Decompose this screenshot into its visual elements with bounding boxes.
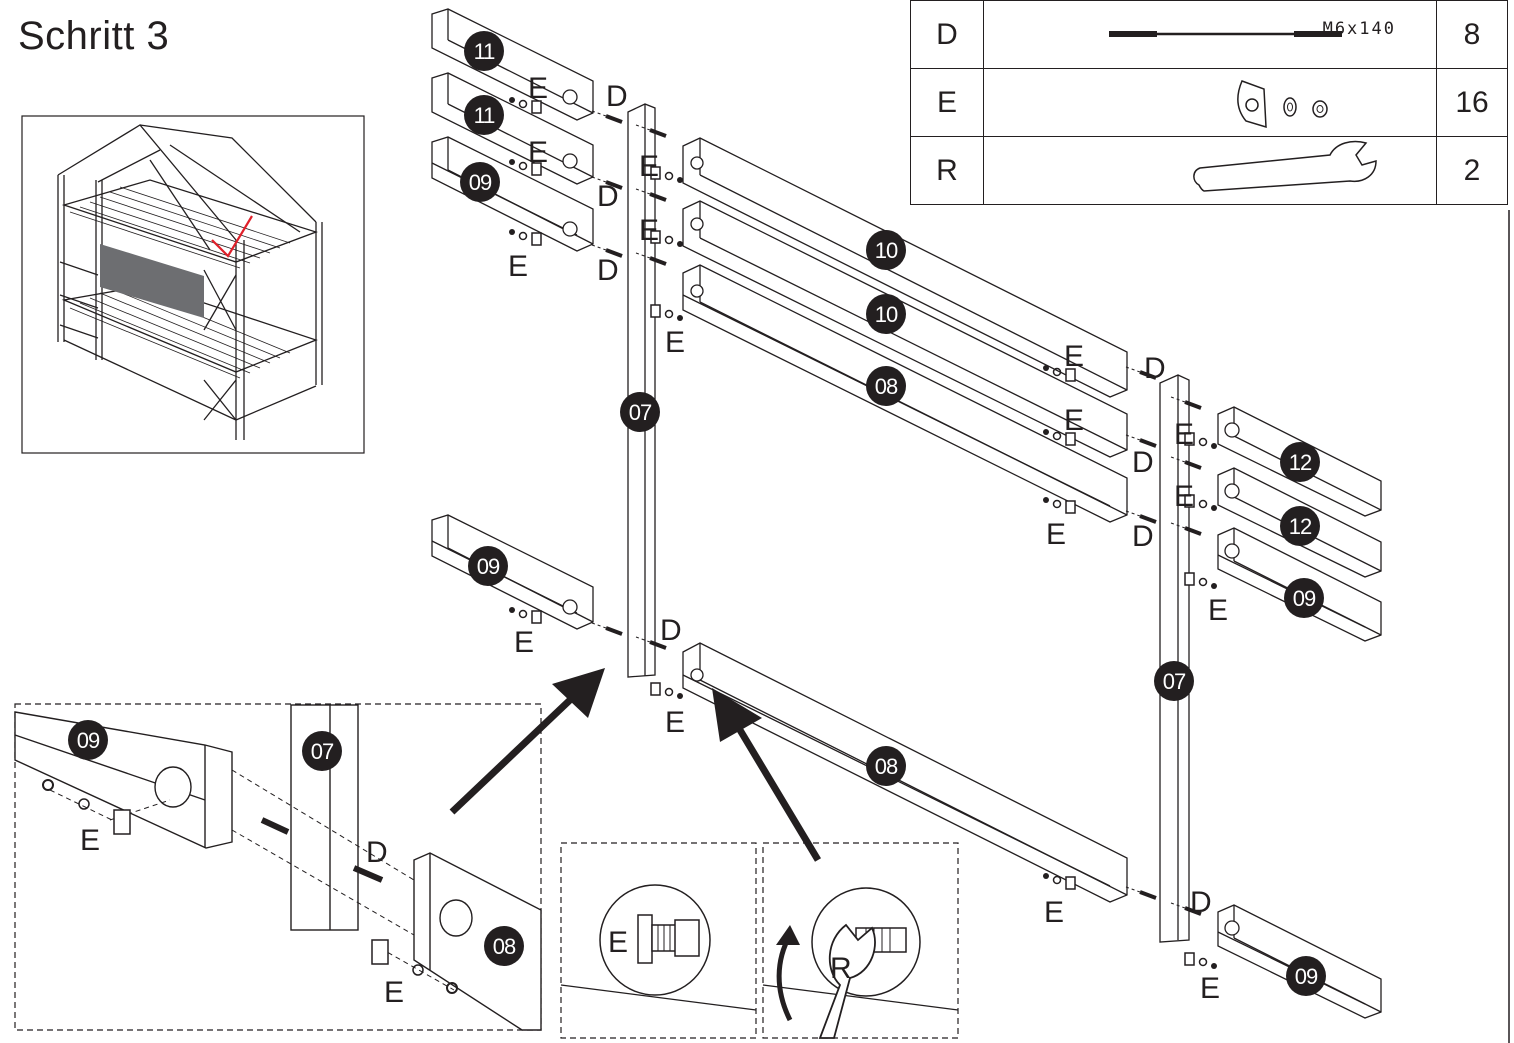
badge-12-lower bbox=[1280, 506, 1320, 546]
svg-text:D: D bbox=[597, 254, 619, 287]
svg-text:09: 09 bbox=[1293, 586, 1316, 611]
part-code: D bbox=[910, 0, 984, 69]
svg-text:E: E bbox=[1174, 418, 1194, 451]
step-title: Schritt 3 bbox=[18, 14, 170, 58]
barrel-nut-washer-nut-icon bbox=[1237, 80, 1328, 129]
arrow-to-wrench-detail bbox=[712, 688, 822, 862]
part-quantity: 2 bbox=[1436, 136, 1508, 205]
svg-text:E: E bbox=[384, 976, 404, 1009]
svg-text:E: E bbox=[639, 214, 659, 247]
parts-table: D M6x140 8 E 16 R bbox=[910, 0, 1508, 205]
wrench-detail: R bbox=[762, 842, 959, 1039]
svg-text:D: D bbox=[1132, 520, 1154, 553]
svg-text:R: R bbox=[830, 952, 852, 985]
bolt-detail: E bbox=[560, 842, 757, 1039]
svg-text:D: D bbox=[366, 836, 388, 869]
parts-row-d: D M6x140 8 bbox=[910, 0, 1508, 69]
arrow-to-detail bbox=[449, 668, 605, 815]
post-07-right bbox=[1159, 374, 1190, 943]
svg-text:10: 10 bbox=[875, 302, 898, 327]
svg-text:E: E bbox=[1200, 972, 1220, 1005]
svg-text:07: 07 bbox=[629, 400, 652, 425]
svg-text:E: E bbox=[639, 150, 659, 183]
part-quantity: 16 bbox=[1436, 68, 1508, 137]
wrench-icon bbox=[1193, 140, 1377, 192]
overview-inset bbox=[21, 115, 365, 454]
badge-09-lower-left bbox=[468, 546, 508, 586]
svg-text:08: 08 bbox=[875, 374, 898, 399]
svg-text:E: E bbox=[1046, 518, 1066, 551]
svg-text:08: 08 bbox=[875, 754, 898, 779]
svg-text:E: E bbox=[608, 926, 628, 959]
svg-text:12: 12 bbox=[1289, 514, 1312, 539]
badge-09-upper-right bbox=[1284, 578, 1324, 618]
svg-text:D: D bbox=[606, 80, 628, 113]
svg-text:D: D bbox=[1144, 352, 1166, 385]
svg-text:09: 09 bbox=[1295, 964, 1318, 989]
svg-text:D: D bbox=[660, 614, 682, 647]
svg-text:E: E bbox=[1064, 404, 1084, 437]
check-mark-icon bbox=[211, 215, 253, 258]
badge-07-left bbox=[620, 392, 660, 432]
parts-row-r: R 2 bbox=[910, 136, 1508, 205]
svg-text:11: 11 bbox=[474, 103, 496, 128]
rail-08-lower bbox=[682, 642, 1128, 903]
svg-text:E: E bbox=[514, 626, 534, 659]
svg-text:07: 07 bbox=[1163, 669, 1186, 694]
svg-text:D: D bbox=[1190, 886, 1212, 919]
rail-10-middle bbox=[682, 200, 1128, 458]
svg-text:D: D bbox=[597, 180, 619, 213]
svg-text:E: E bbox=[528, 136, 548, 169]
rail-10-top bbox=[682, 137, 1128, 398]
svg-text:E: E bbox=[1208, 594, 1228, 627]
badge-08-lower bbox=[866, 746, 906, 786]
part-spec: M6x140 bbox=[1322, 19, 1396, 39]
part-code: E bbox=[910, 68, 984, 137]
svg-text:E: E bbox=[80, 824, 100, 857]
badge-10-top bbox=[866, 230, 906, 270]
badge-08-upper bbox=[866, 366, 906, 406]
svg-text:10: 10 bbox=[875, 238, 898, 263]
svg-text:09: 09 bbox=[77, 728, 100, 753]
svg-text:09: 09 bbox=[469, 170, 492, 195]
threaded-rod-icon bbox=[1109, 31, 1342, 37]
svg-text:E: E bbox=[508, 250, 528, 283]
badge-07-right bbox=[1154, 661, 1194, 701]
badge-11-lower bbox=[464, 95, 504, 135]
badge-09-upper-left bbox=[460, 162, 500, 202]
post-07-left bbox=[627, 103, 656, 678]
highlighted-side-panel bbox=[100, 244, 204, 318]
svg-text:07: 07 bbox=[311, 739, 334, 764]
svg-text:12: 12 bbox=[1289, 450, 1312, 475]
svg-text:E: E bbox=[1064, 340, 1084, 373]
svg-text:E: E bbox=[665, 326, 685, 359]
badge-09-lower-right bbox=[1286, 956, 1326, 996]
badge-10-middle bbox=[866, 294, 906, 334]
svg-text:E: E bbox=[528, 72, 548, 105]
svg-text:D: D bbox=[1132, 446, 1154, 479]
svg-text:E: E bbox=[1044, 896, 1064, 929]
part-code: R bbox=[910, 136, 984, 205]
svg-text:11: 11 bbox=[474, 39, 496, 64]
svg-text:09: 09 bbox=[477, 554, 500, 579]
svg-text:E: E bbox=[1174, 480, 1194, 513]
badge-11-upper bbox=[464, 31, 504, 71]
badge-12-upper bbox=[1280, 442, 1320, 482]
svg-text:E: E bbox=[665, 706, 685, 739]
svg-text:08: 08 bbox=[493, 934, 516, 959]
parts-row-e: E 16 bbox=[910, 68, 1508, 137]
part-quantity: 8 bbox=[1436, 0, 1508, 69]
joint-detail: 09 07 08 E D E bbox=[14, 703, 542, 1031]
